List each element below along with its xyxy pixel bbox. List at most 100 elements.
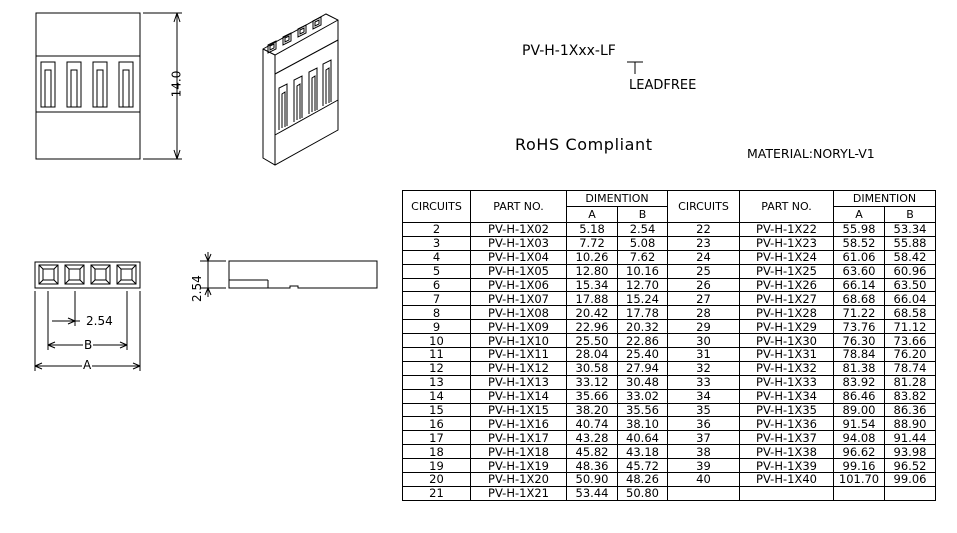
header-b: B [884,206,936,223]
cell-b: 35.56 [617,402,668,418]
cell-a: 22.96 [566,319,618,335]
iso-cavity-2 [282,32,292,46]
cell-b: 81.28 [884,374,936,390]
top-cavity-2 [64,264,85,285]
cell-part-no: PV-H-1X34 [739,388,834,404]
cell-b: 10.16 [617,263,668,279]
cell-circuits: 17 [402,430,471,446]
cell-b: 33.02 [617,388,668,404]
cell-circuits: 24 [667,249,740,265]
cell-a: 61.06 [833,249,885,265]
cell-a: 25.50 [566,333,618,349]
top-cavity-3 [90,264,111,285]
cell-part-no: PV-H-1X25 [739,263,834,279]
cell-a: 43.28 [566,430,618,446]
front-terminal-1 [40,61,56,108]
cell-b: 15.24 [617,291,668,307]
cell-a: 40.74 [566,416,618,432]
cell-circuits: 32 [667,360,740,376]
cell-part-no: PV-H-1X15 [470,402,567,418]
side-height-dimension [200,252,226,297]
cell-a: 96.62 [833,444,885,460]
cell-a: 20.42 [566,305,618,321]
cell-part-no: PV-H-1X23 [739,235,834,251]
cell-b: 86.36 [884,402,936,418]
cell-b: 60.96 [884,263,936,279]
cell-circuits: 30 [667,333,740,349]
material-label: MATERIAL:NORYL-V1 [747,146,875,161]
cell-a [833,485,885,501]
cell-part-no: PV-H-1X18 [470,444,567,460]
cell-circuits: 10 [402,333,471,349]
header-dimention: DIMENTION [566,190,668,207]
cell-circuits: 14 [402,388,471,404]
cell-b: 55.88 [884,235,936,251]
cell-b: 93.98 [884,444,936,460]
cell-b: 43.18 [617,444,668,460]
cell-circuits: 39 [667,458,740,474]
front-terminal-3 [92,61,108,108]
header-part-no: PART NO. [739,190,834,223]
cell-part-no: PV-H-1X29 [739,319,834,335]
cell-b: 17.78 [617,305,668,321]
top-cavity-1 [38,264,59,285]
top-view [34,261,141,289]
pitch-dimension [47,291,80,350]
cell-part-no: PV-H-1X11 [470,347,567,362]
cell-b: 73.66 [884,333,936,349]
cell-part-no: PV-H-1X20 [470,472,567,487]
cell-a: 30.58 [566,360,618,376]
cell-a: 89.00 [833,402,885,418]
cell-a: 73.76 [833,319,885,335]
cell-b: 99.06 [884,472,936,487]
cell-circuits: 23 [667,235,740,251]
cell-part-no: PV-H-1X13 [470,374,567,390]
table-header-row-1: CIRCUITS PART NO. DIMENTION CIRCUITS PAR… [402,190,936,223]
cell-a: 101.70 [833,472,885,487]
cell-a: 28.04 [566,347,618,362]
cell-b: 45.72 [617,458,668,474]
cell-part-no: PV-H-1X16 [470,416,567,432]
cell-circuits [667,485,740,501]
cell-a: 15.34 [566,277,618,293]
cell-a: 53.44 [566,485,618,501]
cell-a: 76.30 [833,333,885,349]
cell-b: 63.50 [884,277,936,293]
cell-b: 68.58 [884,305,936,321]
cell-b: 2.54 [617,222,668,237]
cell-a: 81.38 [833,360,885,376]
cell-a: 78.84 [833,347,885,362]
cell-circuits: 19 [402,458,471,474]
cell-circuits: 27 [667,291,740,307]
header-b: B [617,206,668,223]
cell-part-no: PV-H-1X35 [739,402,834,418]
cell-b [884,485,936,501]
cell-part-no: PV-H-1X22 [739,222,834,237]
cell-b: 25.40 [617,347,668,362]
a-dimension-label: A [82,358,93,372]
cell-circuits: 36 [667,416,740,432]
cell-circuits: 35 [667,402,740,418]
cell-part-no: PV-H-1X32 [739,360,834,376]
side-view [228,260,378,289]
cell-part-no: PV-H-1X21 [470,485,567,501]
cell-part-no: PV-H-1X08 [470,305,567,321]
cell-part-no: PV-H-1X39 [739,458,834,474]
part-code-template: PV-H-1Xxx-LF [522,43,616,59]
header-a: A [833,206,885,223]
cell-part-no: PV-H-1X07 [470,291,567,307]
cell-circuits: 25 [667,263,740,279]
cell-circuits: 9 [402,319,471,335]
